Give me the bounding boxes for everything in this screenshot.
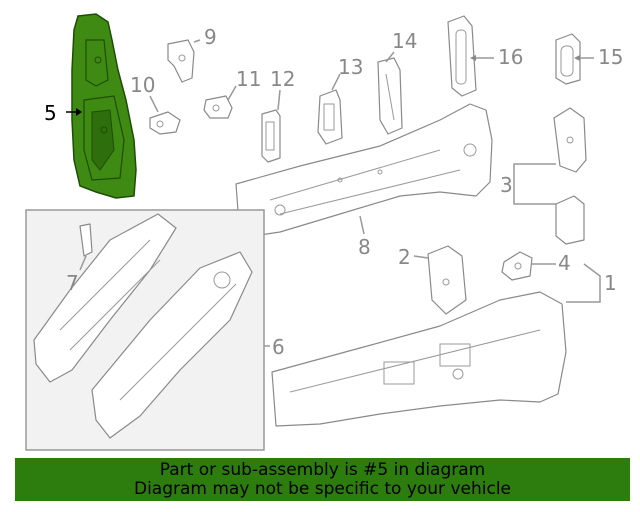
part-4[interactable]	[501, 251, 533, 281]
part-8[interactable]	[235, 103, 493, 239]
callout-2: 2	[398, 245, 411, 269]
banner-line-2: Diagram may not be specific to your vehi…	[133, 479, 511, 499]
part-2[interactable]	[427, 245, 467, 315]
part-11[interactable]	[203, 95, 233, 119]
callout-9: 9	[204, 25, 217, 49]
inset-box	[25, 209, 265, 451]
callout-5: 5	[44, 101, 57, 125]
part-1[interactable]	[271, 291, 567, 427]
callout-4: 4	[558, 251, 571, 275]
part-7[interactable]	[79, 223, 93, 257]
callout-7: 7	[66, 271, 79, 295]
callout-15: 15	[598, 45, 623, 69]
callout-14: 14	[392, 29, 417, 53]
part-6-right[interactable]	[91, 251, 253, 439]
part-3-upper[interactable]	[553, 107, 587, 173]
part-15[interactable]	[555, 33, 581, 85]
parts-diagram: 5 9 10 11 12 13 14 16 15 3 8 2 4 1 7 6	[25, 13, 623, 451]
part-13[interactable]	[317, 89, 343, 145]
part-9[interactable]	[167, 39, 195, 83]
callout-8: 8	[358, 235, 371, 259]
part-16[interactable]	[447, 15, 477, 97]
callout-6: 6	[272, 335, 285, 359]
part-6-left[interactable]	[33, 213, 177, 383]
part-3-lower[interactable]	[555, 195, 585, 245]
callout-1: 1	[604, 271, 617, 295]
callout-10: 10	[130, 73, 155, 97]
callout-16: 16	[498, 45, 523, 69]
callout-3: 3	[500, 173, 513, 197]
info-banner: Part or sub-assembly is #5 in diagram Di…	[15, 458, 630, 501]
callout-11: 11	[236, 67, 261, 91]
banner-line-1: Part or sub-assembly is #5 in diagram	[159, 460, 486, 480]
part-12[interactable]	[261, 109, 281, 163]
part-5-highlighted[interactable]	[71, 13, 137, 199]
part-14[interactable]	[377, 57, 403, 135]
callout-13: 13	[338, 55, 363, 79]
part-10[interactable]	[149, 111, 181, 135]
callout-12: 12	[270, 67, 295, 91]
